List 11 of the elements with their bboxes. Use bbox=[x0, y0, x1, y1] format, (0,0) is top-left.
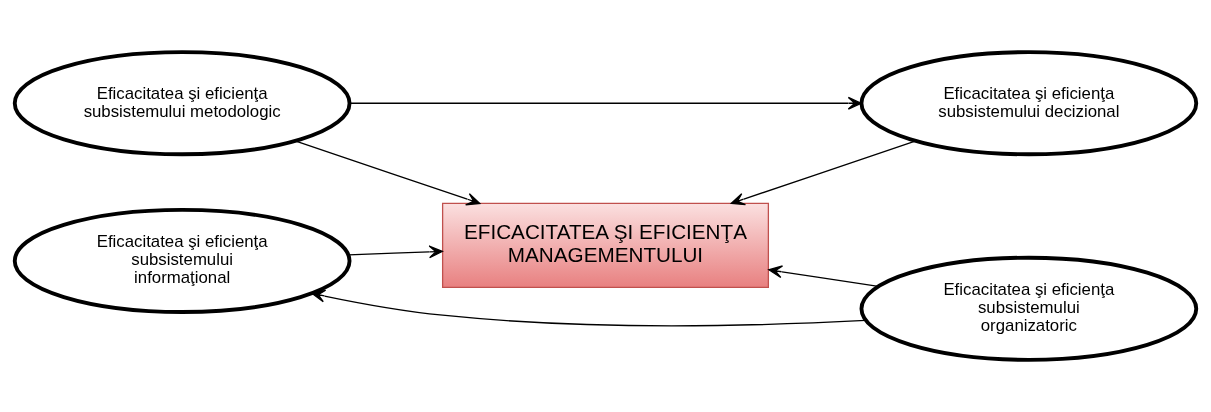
node-ellipse: Eficacitatea şi eficienţa subsistemului decizional bbox=[859, 50, 1199, 157]
arrow bbox=[294, 140, 481, 206]
node-box: EFICACITATEA ŞI EFICIENŢA MANAGEMENTULUI bbox=[441, 202, 770, 289]
arrow bbox=[311, 289, 867, 327]
arrow bbox=[730, 140, 917, 206]
arrow bbox=[347, 245, 443, 259]
arrow bbox=[768, 265, 879, 287]
node-ellipse: Eficacitatea şi eficienţa subsistemului metodologic bbox=[12, 50, 352, 157]
node-ellipse: Eficacitatea şi eficienţa subsistemului informaţional bbox=[12, 207, 352, 314]
node-ellipse: Eficacitatea şi eficienţa subsistemului organizatoric bbox=[859, 255, 1199, 362]
arrow bbox=[349, 96, 862, 110]
